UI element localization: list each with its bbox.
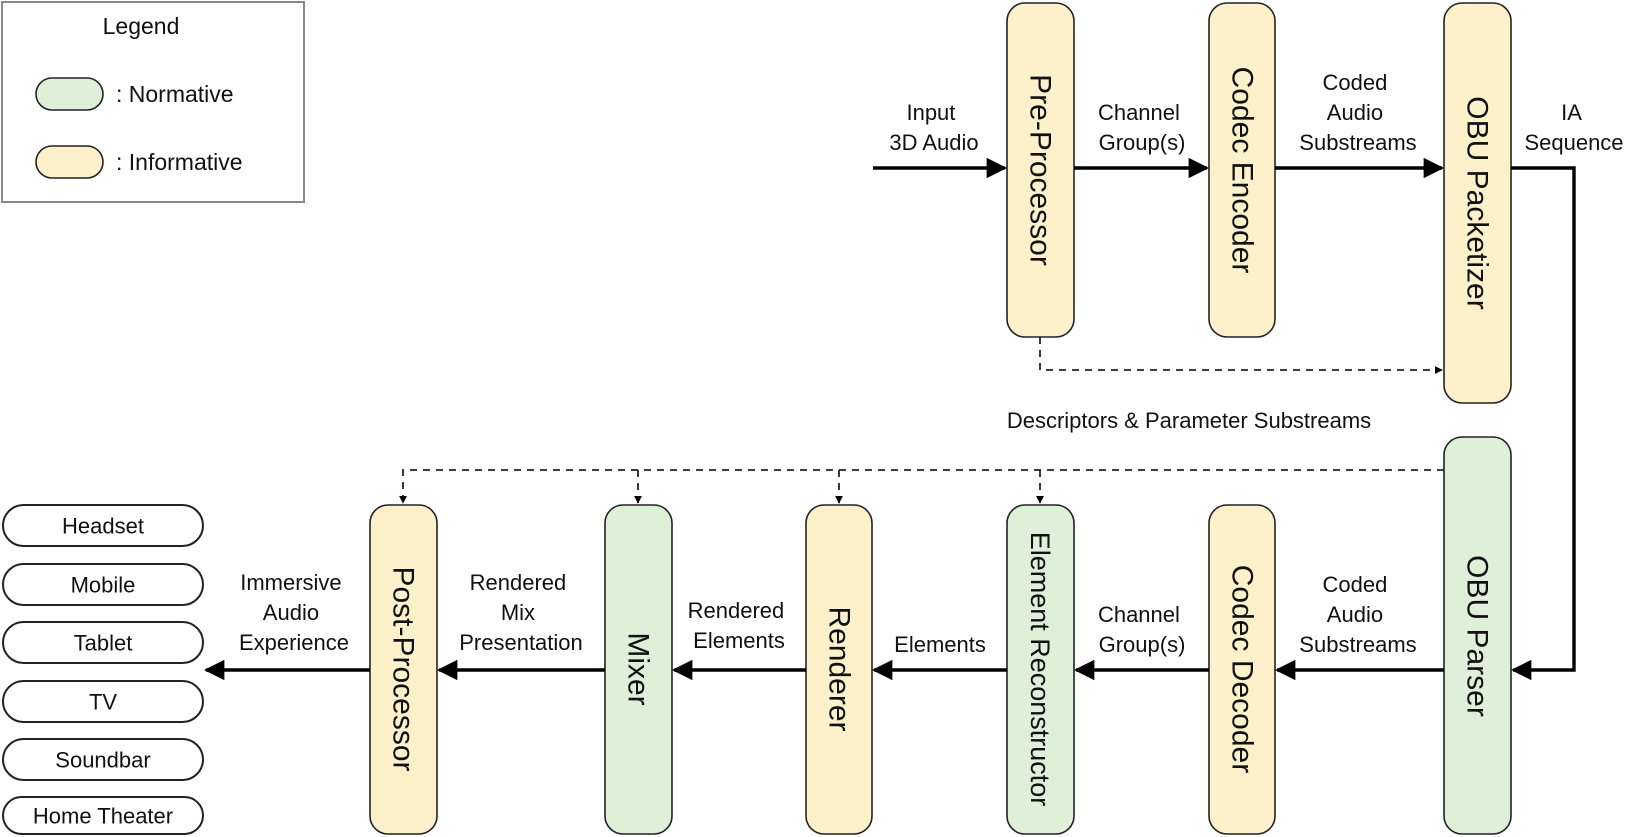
block-element-reconstructor: Element Reconstructor <box>1006 504 1075 835</box>
legend-informative-label: : Informative <box>116 149 243 175</box>
label-ia-sequence: IA Sequence <box>1524 100 1623 155</box>
label-rendered-mix-presentation: Rendered Mix Presentation <box>459 570 583 655</box>
label-elements: Elements <box>894 632 986 657</box>
block-mixer: Mixer <box>604 504 673 835</box>
device-mobile: Mobile <box>2 563 204 606</box>
label-coded-audio-bottom: Coded Audio Substreams <box>1299 572 1416 657</box>
device-tablet: Tablet <box>2 621 204 664</box>
block-pre-processor: Pre-Processor <box>1006 2 1075 338</box>
legend-normative-swatch <box>35 77 104 111</box>
label-immersive-audio-experience: Immersive Audio Experience <box>239 570 349 655</box>
pre-processor-label: Pre-Processor <box>1024 74 1057 266</box>
svg-text:Tablet: Tablet <box>74 631 133 656</box>
svg-text:Mobile: Mobile <box>71 573 136 598</box>
device-tv: TV <box>2 680 204 723</box>
legend-title: Legend <box>103 13 180 39</box>
device-soundbar: Soundbar <box>2 738 204 781</box>
block-codec-encoder: Codec Encoder <box>1208 2 1276 338</box>
svg-text:Soundbar: Soundbar <box>55 748 150 773</box>
label-descriptors: Descriptors & Parameter Substreams <box>1007 408 1371 433</box>
label-rendered-elements: Rendered Elements <box>688 598 791 653</box>
arrow-packetizer-to-parser <box>1510 166 1576 681</box>
label-channel-groups-bottom: Channel Group(s) <box>1098 602 1186 657</box>
block-codec-decoder: Codec Decoder <box>1208 504 1276 835</box>
block-obu-parser: OBU Parser <box>1443 436 1512 835</box>
obu-packetizer-label: OBU Packetizer <box>1461 96 1494 309</box>
block-obu-packetizer: OBU Packetizer <box>1443 2 1512 404</box>
device-headset: Headset <box>2 504 204 547</box>
obu-parser-label: OBU Parser <box>1461 555 1494 717</box>
dashed-parameter-bus <box>399 469 1444 504</box>
label-channel-groups-top: Channel Group(s) <box>1098 100 1186 155</box>
legend-informative-swatch <box>35 145 104 179</box>
svg-text:Headset: Headset <box>62 514 144 539</box>
post-processor-label: Post-Processor <box>387 566 420 771</box>
mixer-label: Mixer <box>622 632 655 705</box>
svg-text:Home Theater: Home Theater <box>33 804 173 829</box>
arrow-preprocessor-descriptors <box>1039 337 1443 374</box>
renderer-label: Renderer <box>823 606 856 731</box>
label-input-3d-audio: Input 3D Audio <box>889 100 978 155</box>
codec-decoder-label: Codec Decoder <box>1226 565 1259 773</box>
block-renderer: Renderer <box>805 504 873 835</box>
device-home-theater: Home Theater <box>2 796 204 835</box>
legend-normative-label: : Normative <box>116 81 234 107</box>
device-list: Headset Mobile Tablet TV Soundbar Home T… <box>2 504 204 835</box>
legend: Legend : Normative : Informative <box>1 1 305 203</box>
label-coded-audio-top: Coded Audio Substreams <box>1299 70 1416 155</box>
block-post-processor: Post-Processor <box>369 504 438 835</box>
svg-text:TV: TV <box>89 690 117 715</box>
codec-encoder-label: Codec Encoder <box>1226 67 1259 274</box>
element-reconstructor-label: Element Reconstructor <box>1025 532 1055 807</box>
